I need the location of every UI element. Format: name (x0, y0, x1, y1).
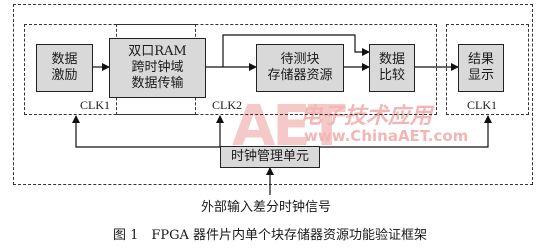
clk1-right-label: CLK1 (467, 98, 497, 112)
figure-caption: 图 1 FPGA 器件片内单个块存储器资源功能验证框架 (112, 228, 428, 243)
outer-region (13, 4, 533, 185)
result-display-block: 结果 显示 (458, 44, 504, 92)
watermark-chinese-text: 电子技术应用 (300, 104, 433, 129)
external-clock-input-label: 外部输入差分时钟信号 (201, 200, 332, 215)
data-excitation-block: 数据 激励 (36, 44, 93, 92)
bram-under-test-block: 待测块 存储器资源 (256, 44, 344, 92)
dual-port-ram-block: 双口RAM 跨时钟域 数据传输 (109, 38, 206, 98)
data-compare-block: 数据 比较 (369, 44, 415, 92)
clk1-left-label: CLK1 (80, 98, 110, 112)
clk2-label: CLK2 (212, 98, 242, 112)
clk1-right-region (446, 24, 529, 115)
watermark-url: www.ChinaAET.com (304, 127, 469, 145)
clock-manager-block: 时钟管理单元 (220, 146, 320, 168)
